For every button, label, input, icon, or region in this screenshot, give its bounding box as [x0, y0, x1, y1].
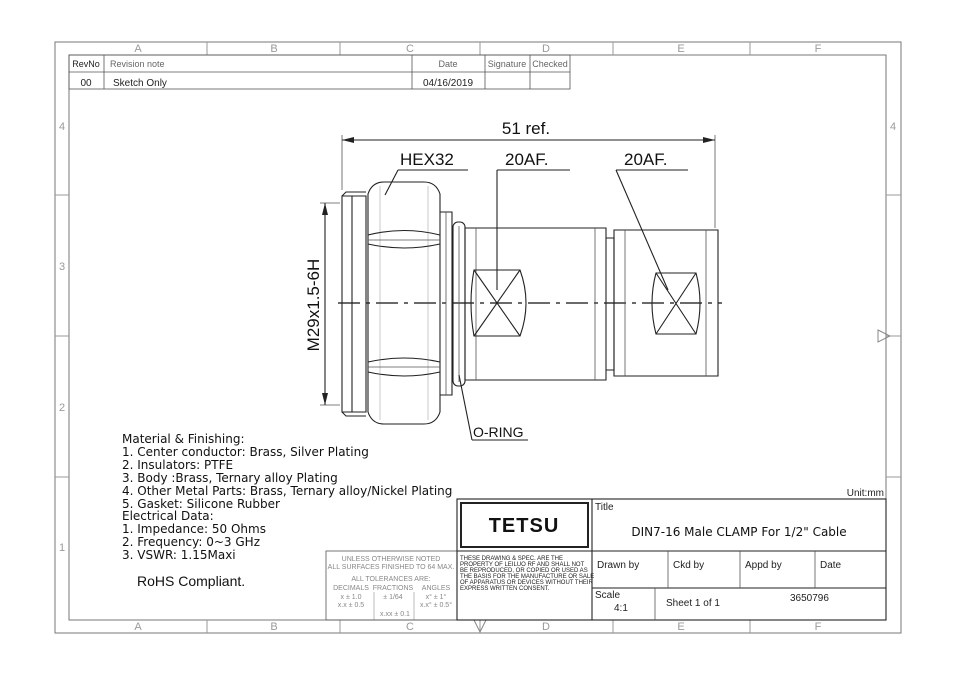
tol-decimal-1: x ± 1.0 — [341, 594, 362, 601]
tol-angle-2: x.x° ± 0.5° — [420, 601, 452, 609]
outer-frame — [54, 41, 902, 634]
note-line-3: 2. Insulators: PTFE — [122, 458, 233, 472]
dim-flat-1: 20AF. — [505, 150, 548, 169]
rev-header-date: Date — [438, 59, 457, 69]
grid-row-4-left: 4 — [59, 121, 65, 133]
grid-col-d-bottom: D — [542, 621, 550, 633]
disclaimer-line-1: THESE DRAWING & SPEC. ARE THE — [460, 556, 563, 562]
note-line-4: 3. Body :Brass, Ternary alloy Plating — [122, 471, 338, 485]
centering-mark-right — [877, 329, 892, 343]
title-block: Unit:mm TETSU Title DIN7-16 Male CLAMP F… — [456, 488, 887, 621]
grid-row-3-left: 3 — [59, 261, 65, 273]
drawing-title: DIN7-16 Male CLAMP For 1/2" Cable — [631, 525, 846, 539]
grid-col-d-top: D — [542, 43, 550, 55]
dim-overall-length: 51 ref. — [502, 119, 550, 138]
disclaimer-line-2: PROPERTY OF LEILUO RF AND SHALL NOT — [460, 562, 585, 568]
disclaimer-line-3: BE REPRODUCED, OR COPIED OR USED AS — [460, 568, 588, 574]
grid-ticks — [55, 42, 901, 633]
grid-col-f-bottom: F — [815, 621, 822, 633]
material-notes: Material & Finishing: 1. Center conducto… — [122, 432, 452, 589]
grid-col-a-bottom: A — [134, 621, 142, 633]
grid-col-e-bottom: E — [677, 621, 684, 633]
drawn-by-label: Drawn by — [597, 560, 639, 571]
tol-head-decimals: DECIMALS — [333, 585, 369, 592]
note-line-5: 4. Other Metal Parts: Brass, Ternary all… — [122, 484, 452, 498]
grid-col-a-top: A — [134, 43, 142, 55]
dim-thread: M29x1.5-6H — [304, 259, 323, 352]
disclaimer-line-5: OF APPARATUS OR DEVICES WITHOUT THEIR — [460, 580, 594, 586]
approved-by-label: Appd by — [745, 560, 782, 571]
tol-angle-1: x° ± 1° — [426, 593, 447, 601]
note-line-1: Material & Finishing: — [122, 432, 245, 446]
company-logo-text: TETSU — [489, 515, 560, 537]
part-number: 3650796 — [790, 593, 829, 604]
grid-col-e-top: E — [677, 43, 684, 55]
rev-header-note: Revision note — [110, 59, 165, 69]
title-label: Title — [595, 502, 614, 513]
checked-by-label: Ckd by — [673, 560, 704, 571]
disclaimer-block: THESE DRAWING & SPEC. ARE THE PROPERTY O… — [456, 550, 594, 621]
scale-label: Scale — [595, 590, 620, 601]
grid-col-f-top: F — [815, 43, 822, 55]
dim-flat-2: 20AF. — [624, 150, 667, 169]
tol-line-3: ALL TOLERANCES ARE: — [351, 576, 430, 583]
dimensions: 51 ref. HEX32 20AF. 20AF. M29x1.5-6H O-R… — [304, 119, 716, 441]
tol-fraction-1: ± 1/64 — [383, 594, 403, 601]
rev-entry-date: 04/16/2019 — [423, 78, 473, 89]
dim-hex: HEX32 — [400, 150, 454, 169]
centering-mark-bottom — [473, 619, 487, 634]
grid-row-1-left: 1 — [59, 542, 65, 554]
revision-table: RevNo Revision note Date Signature Check… — [68, 54, 571, 90]
tol-decimal-2: x.x ± 0.5 — [338, 602, 365, 609]
tol-line-2: ALL SURFACES FINISHED TO 64 MAX. — [328, 564, 455, 571]
grid-col-b-bottom: B — [270, 621, 277, 633]
rev-entry-note: Sketch Only — [113, 78, 167, 89]
rev-header-checked: Checked — [532, 59, 568, 69]
note-line-8: 1. Impedance: 50 Ohms — [122, 522, 266, 536]
tol-decimal-3: x.xx ± 0.1 — [380, 611, 410, 618]
grid-row-4-right: 4 — [890, 121, 896, 133]
rev-header-revno: RevNo — [72, 59, 100, 69]
dim-oring: O-RING — [473, 424, 524, 440]
grid-col-b-top: B — [270, 43, 277, 55]
tol-head-fractions: FRACTIONS — [373, 585, 414, 592]
tolerance-block: UNLESS OTHERWISE NOTED ALL SURFACES FINI… — [325, 550, 458, 621]
disclaimer-line-4: THE BASIS FOR THE MANUFACTURE OR SALE — [460, 574, 594, 580]
scale-value: 4:1 — [614, 603, 628, 614]
grid-col-c-bottom: C — [406, 621, 414, 633]
rohs-note: RoHS Compliant. — [137, 573, 245, 589]
disclaimer-line-6: EXPRESS WRITTEN CONSENT. — [460, 586, 550, 592]
note-line-7: Electrical Data: — [122, 509, 214, 523]
rev-header-signature: Signature — [488, 59, 527, 69]
tol-line-1: UNLESS OTHERWISE NOTED — [342, 556, 441, 563]
sheet-number: Sheet 1 of 1 — [666, 598, 720, 609]
note-line-10: 3. VSWR: 1.15Maxi — [122, 548, 236, 562]
note-line-6: 5. Gasket: Silicone Rubber — [122, 497, 280, 511]
grid-row-2-left: 2 — [59, 402, 65, 414]
tol-head-angles: ANGLES — [422, 585, 451, 592]
grid-col-c-top: C — [406, 43, 414, 55]
connector-body — [338, 181, 722, 425]
date-label: Date — [820, 560, 842, 571]
rev-entry-revno: 00 — [80, 78, 92, 89]
unit-label: Unit:mm — [847, 488, 884, 499]
note-line-9: 2. Frequency: 0~3 GHz — [122, 535, 260, 549]
note-line-2: 1. Center conductor: Brass, Silver Plati… — [122, 445, 369, 459]
